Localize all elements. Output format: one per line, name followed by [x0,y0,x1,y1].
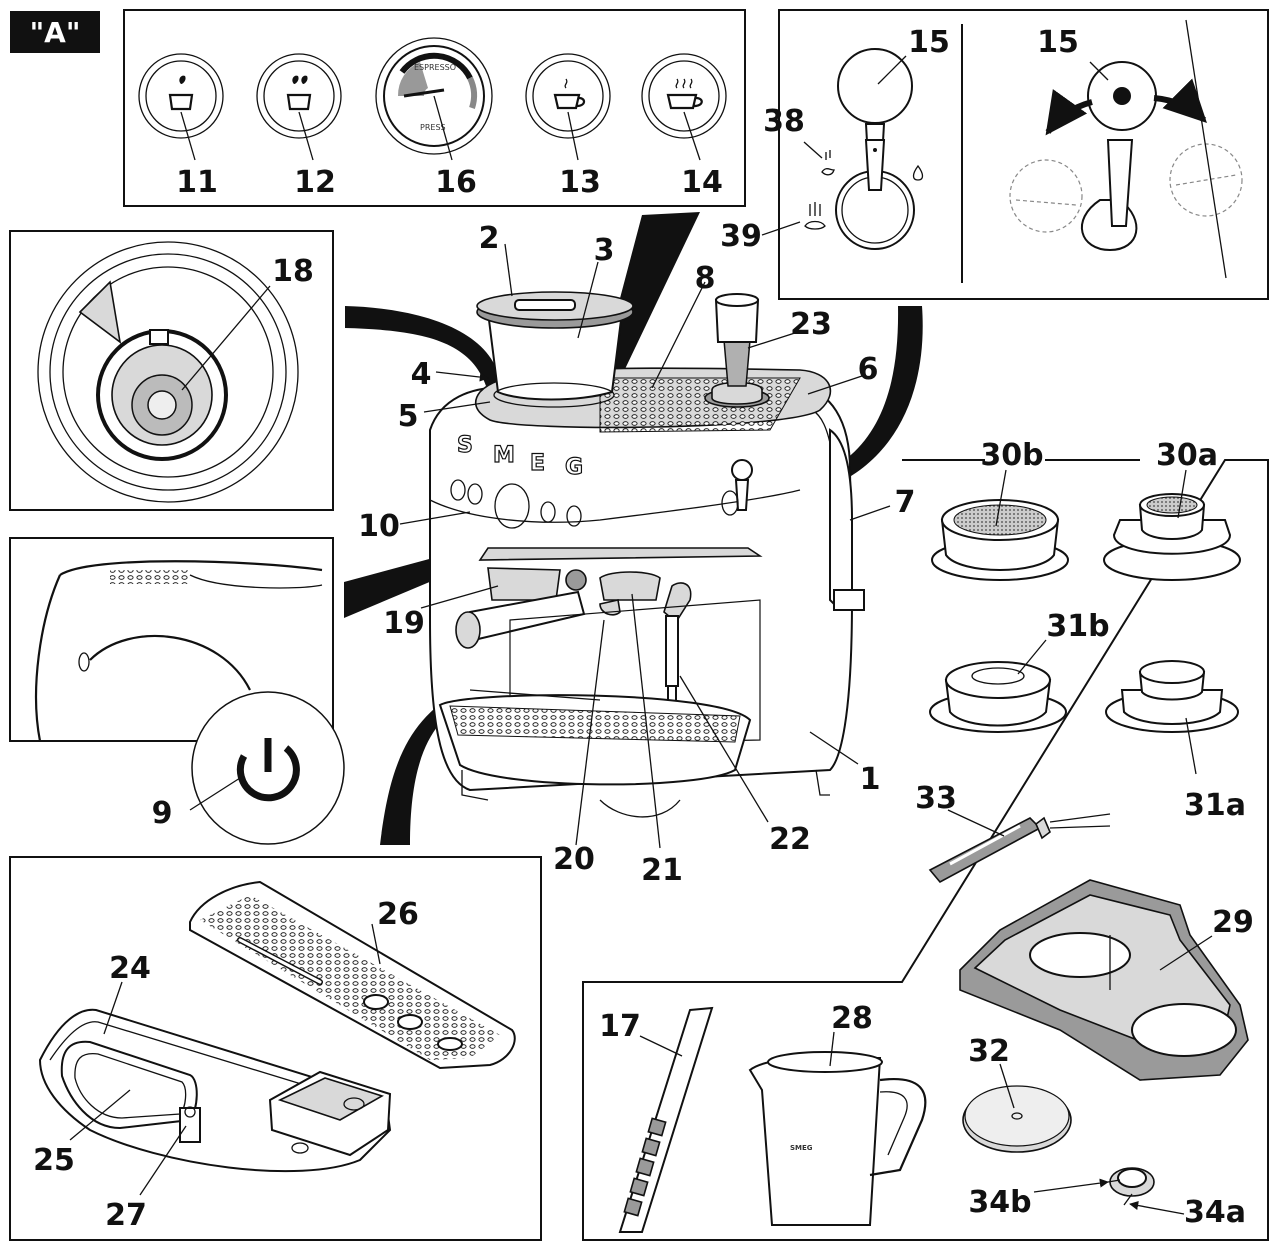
callout-25: 25 [33,1143,75,1178]
callout-3: 3 [594,233,615,268]
tamper-23 [704,293,770,408]
callout-22: 22 [769,822,811,857]
callout-30a: 30a [1156,438,1218,473]
gauge-label-press: PRESS [420,123,446,132]
callout-32: 32 [968,1034,1010,1069]
callout-18: 18 [272,254,314,289]
callout-15-front: 15 [908,25,950,60]
callout-9: 9 [152,796,173,831]
callout-38: 38 [763,104,805,139]
water-hardness-strip-17 [618,1006,714,1233]
brand-letter-m: M [493,443,515,468]
filter-basket-30b [931,499,1069,581]
single-espresso-button-icon [138,53,224,139]
callout-14: 14 [681,165,723,200]
callout-30b: 30b [980,438,1043,473]
drip-tray-24 [38,1008,392,1173]
cleaning-disc-32 [962,1085,1072,1153]
callout-10: 10 [358,509,400,544]
callout-28: 28 [831,1001,873,1036]
figure-tag: "A" [10,11,100,53]
callout-11: 11 [176,165,218,200]
callout-34a: 34a [1184,1195,1246,1230]
jug-brand-logo: SMEG [790,1144,813,1152]
grinder-detail-box: 18 [9,230,334,511]
callout-8: 8 [695,261,716,296]
control-panel-box: ESPRESSO PRESS 11 12 16 13 14 [123,9,746,207]
filter-basket-30a [1103,493,1241,581]
blind-filter-31a [1105,660,1239,733]
callout-2: 2 [479,221,500,256]
callout-31b: 31b [1046,609,1109,644]
brand-logo: S M E G [456,432,583,480]
callout-1: 1 [860,762,881,797]
callout-17: 17 [599,1009,641,1044]
callout-33: 33 [915,781,957,816]
hot-water-drop-icon [804,202,826,230]
callout-7: 7 [895,485,916,520]
callout-21: 21 [641,853,683,888]
espresso-machine-body: S M E G [344,212,923,888]
callout-19: 19 [383,606,425,641]
callout-29: 29 [1212,905,1254,940]
callout-26: 26 [377,897,419,932]
milk-jug-28: SMEG [748,1051,927,1226]
accessory-tray-29 [959,879,1249,1081]
power-detail-box: 9 [9,537,345,845]
callout-39: 39 [720,219,762,254]
brand-letter-g: G [565,455,583,480]
steam-button-icon [641,53,727,139]
callout-16: 16 [435,165,477,200]
steam-knob-front-icon [835,48,924,250]
brand-letter-s: S [457,433,473,458]
callout-4: 4 [411,357,432,392]
hot-water-button-icon [525,53,611,139]
callout-27: 27 [105,1198,147,1233]
drip-tray-grid-26 [189,880,516,1070]
callout-20: 20 [553,842,595,877]
brand-letter-e: E [530,451,545,476]
double-espresso-button-icon [256,53,342,139]
callout-24: 24 [109,951,151,986]
power-button-icon [236,738,300,802]
callout-6: 6 [858,352,879,387]
callout-31a: 31a [1184,788,1246,823]
callout-23: 23 [790,307,832,342]
callout-12: 12 [294,165,336,200]
callout-15-rotation: 15 [1037,25,1079,60]
cleaning-brush-33 [928,813,1111,884]
steam-knob-rotation-icon [1009,19,1243,279]
steam-knob-box: 15 38 39 15 [720,9,1269,300]
steam-icon [821,150,835,176]
drip-tray-box: 26 24 25 27 [9,856,542,1241]
blind-filter-31b [929,661,1067,733]
figure-tag-text: "A" [30,16,81,49]
valve-34 [1107,1167,1155,1206]
accessories-box: SMEG 30b 30a 31b 31a 33 29 32 34b 34a 17… [582,438,1269,1241]
gauge-label-espresso: ESPRESSO [414,63,456,72]
callout-34b: 34b [968,1185,1031,1220]
callout-13: 13 [559,165,601,200]
callout-5: 5 [398,399,419,434]
